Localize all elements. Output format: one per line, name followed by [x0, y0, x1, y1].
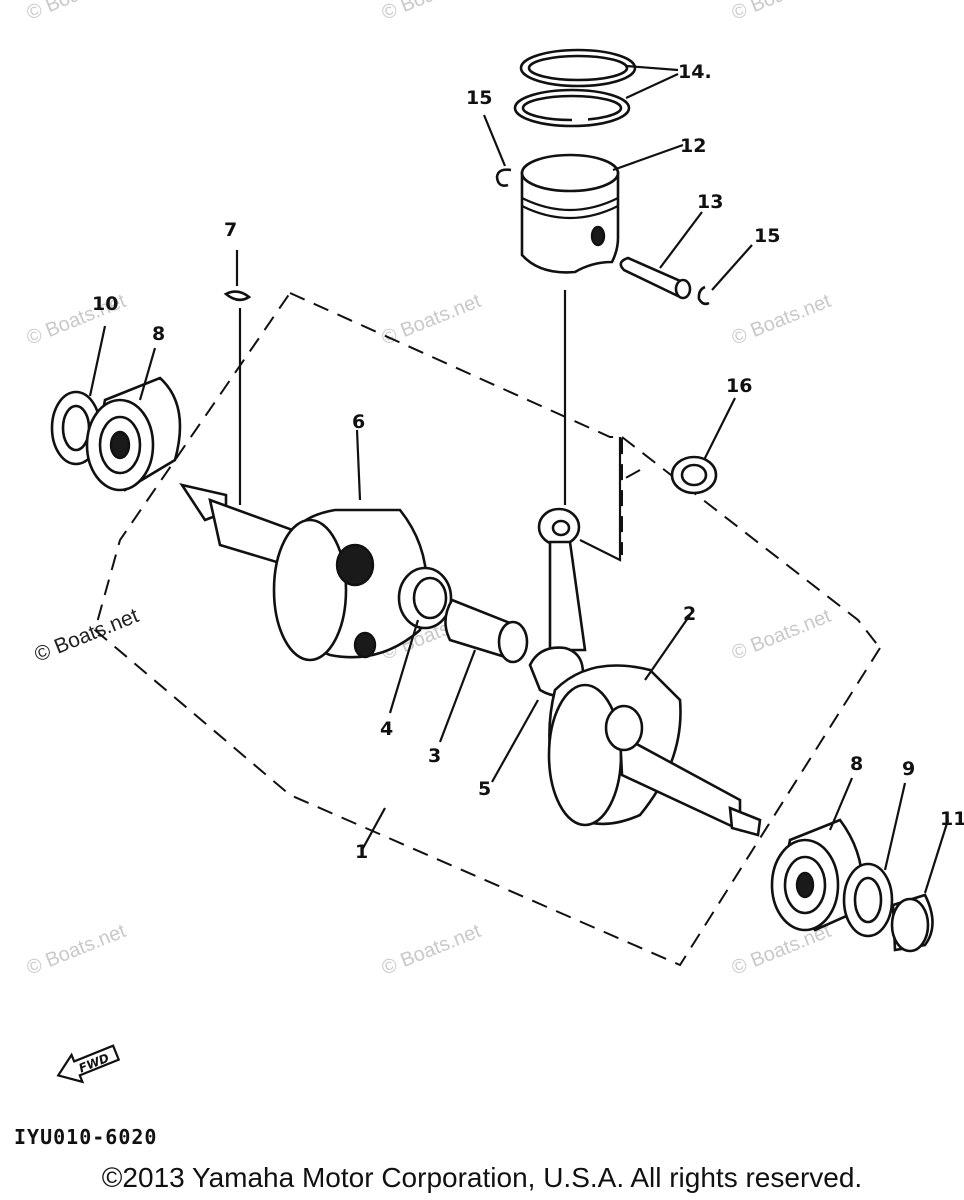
crank-half-left — [179, 429, 428, 662]
connecting-rod — [528, 290, 622, 698]
oil-seal-right — [842, 782, 907, 938]
watermark: © Boats.net — [379, 0, 485, 25]
callout-13: 13 — [697, 191, 723, 213]
watermark: © Boats.net — [24, 0, 130, 25]
callout-12: 12 — [680, 135, 706, 157]
diagram-code: IYU010-6020 — [14, 1125, 158, 1149]
assembly-outline — [93, 292, 881, 967]
woodruff-key — [223, 250, 252, 505]
crank-half-right — [547, 614, 762, 837]
callout-3: 3 — [428, 745, 441, 767]
collar — [890, 819, 950, 953]
callout-7: 7 — [224, 219, 237, 241]
small-end-bearing — [670, 397, 736, 495]
callout-2: 2 — [683, 603, 696, 625]
assembly-leader — [361, 807, 386, 851]
watermark: © Boats.net — [379, 920, 485, 980]
callout-15-left: 15 — [466, 87, 492, 109]
callout-9: 9 — [902, 758, 915, 780]
callout-10: 10 — [92, 293, 118, 315]
callout-11: 11 — [940, 808, 964, 830]
thrust-washer — [491, 699, 539, 783]
bearing-left — [85, 347, 182, 492]
piston — [520, 143, 684, 274]
piston-pin — [619, 211, 703, 300]
callout-6: 6 — [352, 411, 365, 433]
watermarks: © Boats.net © Boats.net © Boats.net © Bo… — [24, 0, 835, 980]
piston-rings — [513, 48, 679, 128]
callout-1: 1 — [355, 841, 368, 863]
crank-pin — [438, 598, 529, 743]
callout-5: 5 — [478, 778, 491, 800]
watermark: © Boats.net — [729, 0, 835, 25]
callout-4: 4 — [380, 718, 393, 740]
watermark-dark: © Boats.net — [31, 604, 142, 667]
circlips — [482, 114, 753, 306]
needle-bearing — [388, 566, 453, 714]
watermark: © Boats.net — [729, 290, 835, 350]
watermark: © Boats.net — [24, 920, 130, 980]
fwd-arrow: FWD — [56, 1044, 121, 1084]
watermark: © Boats.net — [729, 605, 835, 665]
copyright-notice: ©2013 Yamaha Motor Corporation, U.S.A. A… — [101, 1162, 863, 1193]
callout-15-right: 15 — [754, 225, 780, 247]
callout-8-left: 8 — [152, 323, 165, 345]
callout-labels: 1 2 3 4 5 6 7 8 8 9 10 11 12 13 14. 15 1… — [92, 61, 964, 863]
callout-8-right: 8 — [850, 753, 863, 775]
callout-16: 16 — [726, 375, 752, 397]
callout-14: 14. — [678, 61, 712, 83]
